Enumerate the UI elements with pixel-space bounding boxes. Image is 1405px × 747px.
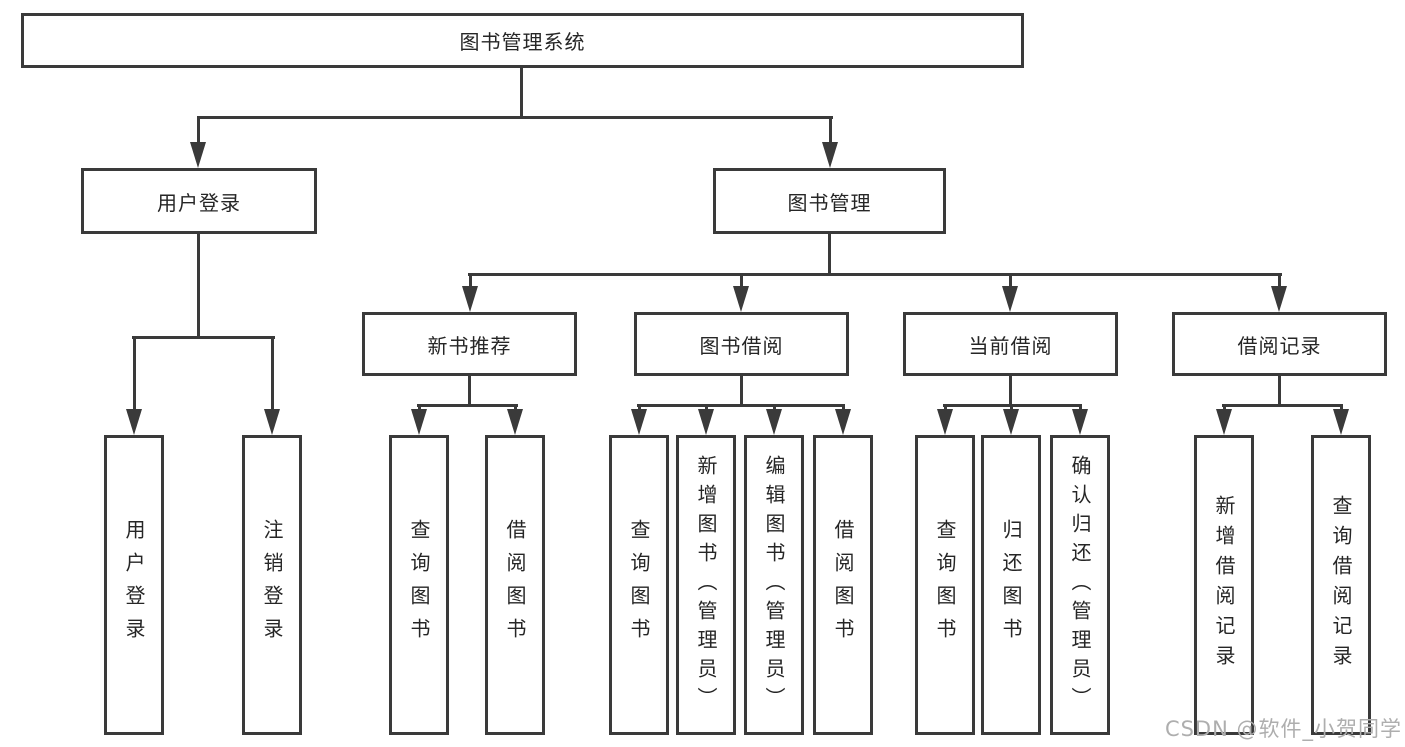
connector-line (197, 116, 833, 119)
connector-line (637, 404, 845, 407)
arrowhead-icon (1271, 286, 1287, 312)
arrowhead-icon (264, 409, 280, 435)
node-current-borrow: 当前借阅 (903, 312, 1118, 376)
leaf-edit-book-admin: 编辑图书（管理员） (744, 435, 804, 735)
node-user-login: 用户登录 (81, 168, 317, 234)
node-book-management: 图书管理 (713, 168, 946, 234)
leaf-add-borrow-record: 新增借阅记录 (1194, 435, 1254, 735)
connector-line (1222, 404, 1343, 407)
arrowhead-icon (822, 142, 838, 168)
leaf-query-borrow-record: 查询借阅记录 (1311, 435, 1371, 735)
leaf-return-book: 归还图书 (981, 435, 1041, 735)
leaf-borrow-books-recommend: 借阅图书 (485, 435, 545, 735)
arrowhead-icon (411, 409, 427, 435)
arrowhead-icon (126, 409, 142, 435)
arrowhead-icon (733, 286, 749, 312)
arrowhead-icon (698, 409, 714, 435)
connector-line (943, 404, 1082, 407)
node-borrow-records: 借阅记录 (1172, 312, 1387, 376)
leaf-label: 确认归还（管理员） (1068, 454, 1092, 716)
arrowhead-icon (507, 409, 523, 435)
connector-line (197, 232, 200, 338)
arrowhead-icon (835, 409, 851, 435)
leaf-label: 新增借阅记录 (1212, 495, 1236, 675)
leaf-query-books-borrow: 查询图书 (609, 435, 669, 735)
leaf-user-login: 用户登录 (104, 435, 164, 735)
connector-line (520, 66, 523, 118)
node-new-book-recommend: 新书推荐 (362, 312, 577, 376)
connector-line (1278, 374, 1281, 407)
arrowhead-icon (937, 409, 953, 435)
leaf-query-books-current: 查询图书 (915, 435, 975, 735)
leaf-label: 查询借阅记录 (1329, 495, 1353, 675)
connector-line (197, 118, 200, 154)
leaf-add-book-admin: 新增图书（管理员） (676, 435, 736, 735)
connector-line (740, 374, 743, 407)
leaf-label: 编辑图书（管理员） (762, 454, 786, 716)
leaf-label: 查询图书 (933, 519, 957, 651)
connector-line (468, 273, 1282, 276)
arrowhead-icon (1216, 409, 1232, 435)
arrowhead-icon (1072, 409, 1088, 435)
arrowhead-icon (631, 409, 647, 435)
leaf-label: 新增图书（管理员） (694, 454, 718, 716)
leaf-label: 注销登录 (260, 519, 284, 651)
leaf-label: 借阅图书 (831, 519, 855, 651)
connector-line (468, 374, 471, 407)
leaf-query-books-recommend: 查询图书 (389, 435, 449, 735)
node-book-borrow: 图书借阅 (634, 312, 849, 376)
arrowhead-icon (1333, 409, 1349, 435)
arrowhead-icon (766, 409, 782, 435)
connector-line (133, 338, 136, 421)
connector-line (132, 336, 275, 339)
leaf-label: 归还图书 (999, 519, 1023, 651)
connector-line (417, 404, 518, 407)
leaf-confirm-return-admin: 确认归还（管理员） (1050, 435, 1110, 735)
node-root: 图书管理系统 (21, 13, 1024, 68)
connector-line (271, 338, 274, 421)
leaf-logout: 注销登录 (242, 435, 302, 735)
connector-line (828, 232, 831, 276)
leaf-label: 查询图书 (627, 519, 651, 651)
leaf-borrow-books: 借阅图书 (813, 435, 873, 735)
watermark: CSDN @软件_小贺同学 (1164, 717, 1402, 741)
arrowhead-icon (1002, 286, 1018, 312)
connector-line (829, 118, 832, 154)
arrowhead-icon (1003, 409, 1019, 435)
arrowhead-icon (190, 142, 206, 168)
arrowhead-icon (462, 286, 478, 312)
leaf-label: 用户登录 (122, 519, 146, 651)
leaf-label: 借阅图书 (503, 519, 527, 651)
connector-line (1009, 374, 1012, 407)
leaf-label: 查询图书 (407, 519, 431, 651)
